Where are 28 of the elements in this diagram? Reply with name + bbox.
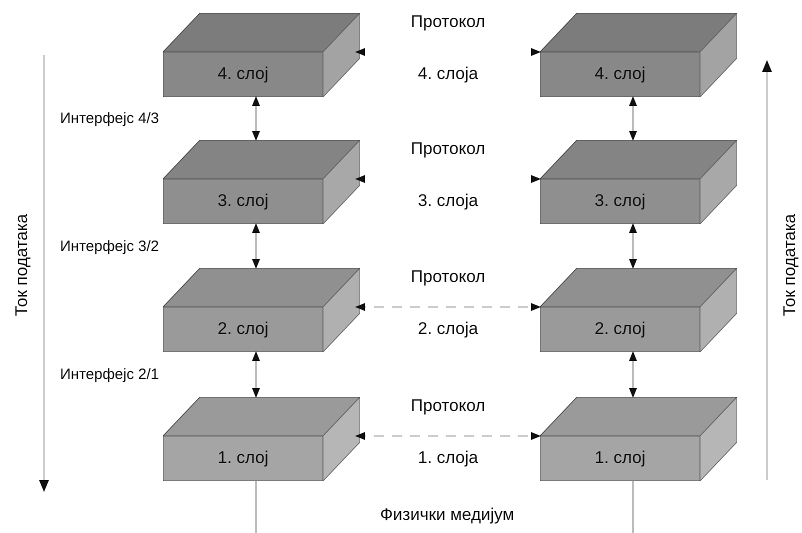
connector-arrow — [355, 432, 541, 440]
layer-label: 2. слој — [216, 318, 270, 340]
connector-arrow — [252, 351, 260, 398]
connector-arrow — [629, 96, 637, 141]
connector-arrow — [629, 351, 637, 398]
connector-arrow — [252, 223, 260, 269]
connector-arrow — [355, 175, 541, 183]
note-text: Интерфејс 3/2 — [60, 237, 159, 257]
connector-arrow — [355, 303, 541, 311]
connector-arrow — [252, 96, 260, 141]
note-text: Ток података — [11, 212, 32, 318]
edge-label: Протокол 1. слоја — [410, 395, 486, 469]
edge-label: Протокол 3. слоја — [410, 138, 486, 212]
layer-label: 4. слој — [216, 63, 270, 85]
layer-label: 3. слој — [216, 190, 270, 212]
layer-label: 1. слој — [216, 447, 270, 469]
edge-label: Протокол 2. слоја — [410, 266, 486, 340]
note-text: Ток података — [779, 212, 800, 318]
note-text: Физички медијум — [380, 504, 514, 526]
connector-arrow — [355, 48, 541, 56]
connector-arrow — [629, 223, 637, 269]
layer-label: 3. слој — [594, 190, 646, 212]
layer-label: 4. слој — [594, 63, 646, 85]
edge-label: Протокол 4. слоја — [410, 11, 486, 85]
layer-label: 1. слој — [594, 447, 646, 469]
layer-label: 2. слој — [594, 318, 646, 340]
note-text: Интерфејс 2/1 — [60, 365, 159, 385]
note-text: Интерфејс 4/3 — [60, 109, 159, 129]
